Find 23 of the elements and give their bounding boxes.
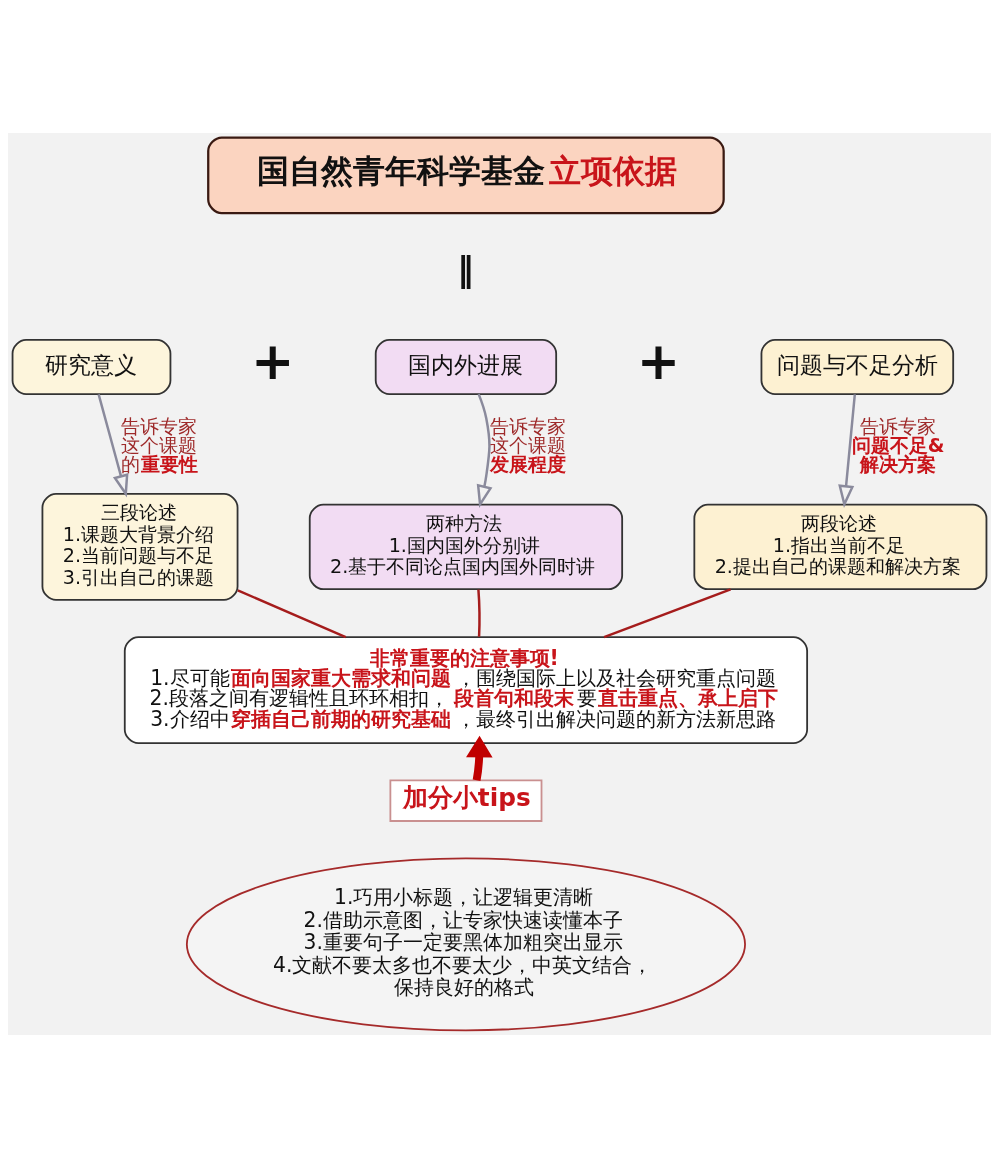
connector bbox=[237, 589, 347, 639]
node-box: 两种方法 1.国内国外分别讲 2.基于不同论点国内国外同时讲 bbox=[308, 503, 624, 591]
node-box: 两段论述 1.指出当前不足 2.提出自己的课题和解决方案 bbox=[693, 503, 988, 591]
node-box: 国自然青年科学基金立项依据 bbox=[207, 136, 725, 215]
arrow bbox=[466, 735, 493, 781]
node-box: 国内外进展 bbox=[374, 339, 558, 395]
label: + bbox=[636, 330, 681, 391]
node-box: 研究意义 bbox=[11, 339, 172, 395]
edge-label: 告诉专家这个课题发展程度 bbox=[489, 414, 566, 476]
label: ‖ bbox=[456, 249, 474, 289]
edge-label: 告诉专家问题不足&解决方案 bbox=[851, 414, 945, 476]
node-box: 三段论述 1.课题大背景介绍 2.当前问题与不足 3.引出自己的课题 bbox=[41, 493, 239, 601]
arrow bbox=[97, 394, 129, 498]
connector bbox=[477, 589, 481, 637]
arrow bbox=[476, 393, 493, 509]
node-box: 加分小tips bbox=[389, 779, 543, 822]
node-box: 问题与不足分析 bbox=[760, 339, 955, 395]
edge-label: 告诉专家这个课题的重要性 bbox=[120, 414, 199, 476]
label: + bbox=[251, 330, 295, 391]
node-box: 非常重要的注意事项! 1.尽可能面向国家重大需求和问题，围绕国际上以及社会研究重点问题 2.段落之间有逻辑性且环环相扣，段首句和段末要直击重点、承上启下 3.介绍中穿插自己前期的研究基础，最终引出解决问题的新方法新思路 bbox=[123, 636, 809, 745]
node-ellipse: 1.巧用小标题，让逻辑更清晰 2.借助示意图，让专家快速读懂本子 3.重要句子一定要黑体加粗突出显示 4.文献不要太多也不要太少，中英文结合，保持良好的格式 bbox=[185, 857, 746, 1032]
arrow bbox=[838, 394, 857, 509]
connector bbox=[603, 588, 731, 639]
